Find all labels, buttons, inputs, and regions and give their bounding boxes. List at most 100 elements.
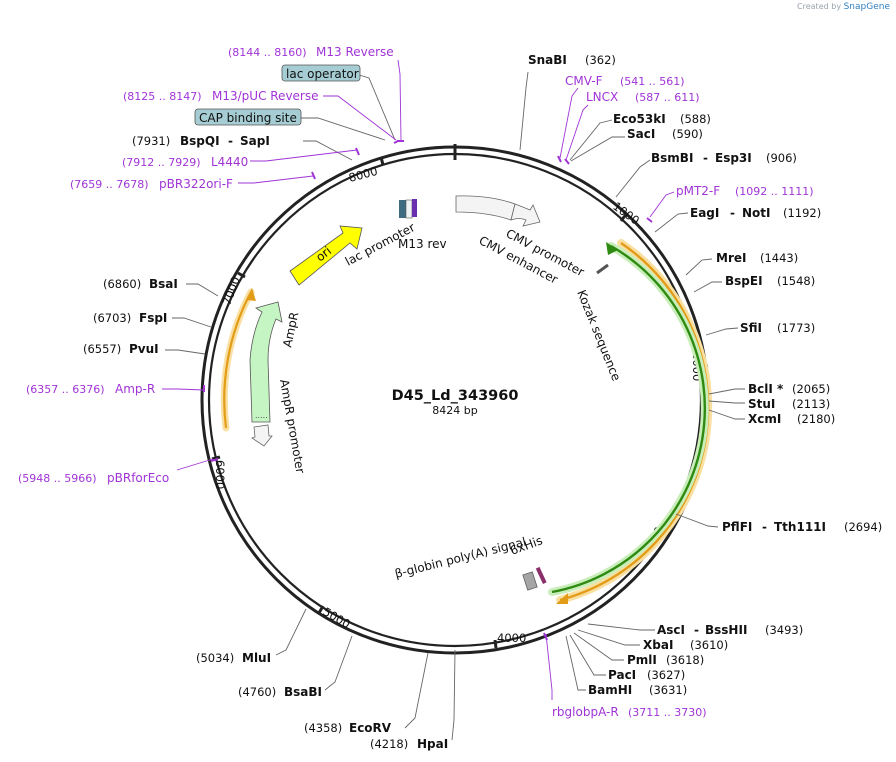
- m13-rev-feature[interactable]: [412, 199, 417, 217]
- primer-ampr-pos: (6357 .. 6376): [26, 383, 105, 396]
- site-saci-pos: (590): [672, 127, 703, 141]
- lac-operator-box[interactable]: [281, 64, 361, 82]
- mark-pmt2: [646, 217, 653, 223]
- site-pvui[interactable]: PvuI: [129, 342, 159, 356]
- site-bsai-pos: (6860): [103, 277, 141, 291]
- site-bsshii[interactable]: BssHII: [705, 623, 747, 637]
- site-ecorv[interactable]: EcoRV: [349, 721, 392, 735]
- site-mlui[interactable]: MluI: [242, 651, 271, 665]
- orange-arc-arrowhead: [556, 593, 568, 604]
- site-asci[interactable]: AscI: [657, 623, 685, 637]
- leader-ecorv: [404, 652, 429, 729]
- site-bsabi[interactable]: BsaBI: [284, 685, 322, 699]
- cap-binding-box[interactable]: [194, 108, 302, 126]
- snapgene-logo: SnapGene: [843, 2, 890, 12]
- site-esp3i[interactable]: Esp3I: [715, 151, 752, 165]
- ampr-dots: .....: [255, 411, 268, 420]
- leader-pbrforeco: [176, 458, 214, 471]
- leader-bsmbi: [615, 159, 651, 198]
- primer-lncx-pos: (587 .. 611): [635, 91, 700, 104]
- site-eagi[interactable]: EagI: [690, 206, 719, 220]
- leader-xbai: [577, 629, 640, 646]
- leader-l4440: [250, 149, 358, 162]
- primer-cmv-f-pos: (541 .. 561): [620, 75, 685, 88]
- primer-pbrforeco[interactable]: pBRforEco: [107, 471, 169, 485]
- site-hpai[interactable]: HpaI: [417, 737, 448, 751]
- left-orange-arc-arrowhead: [246, 288, 256, 301]
- green-arc-halo: [548, 242, 709, 596]
- site-bsmbi[interactable]: BsmBI: [651, 151, 693, 165]
- ori-feature[interactable]: [289, 225, 363, 286]
- left-orange-arc: [223, 291, 252, 429]
- primer-pmt2-pos: (1092 .. 1111): [735, 185, 814, 198]
- primer-pbr322ori[interactable]: pBR322ori-F: [159, 177, 233, 191]
- site-pflfi-dash: -: [762, 520, 767, 534]
- leader-pmt2: [649, 191, 675, 218]
- his-tag-feature[interactable]: [535, 566, 547, 585]
- polya-feature[interactable]: [522, 571, 538, 591]
- leader-hpai: [451, 649, 456, 741]
- site-sfii-pos: (1773): [777, 321, 815, 335]
- primer-m13-reverse[interactable]: M13 Reverse: [316, 45, 394, 59]
- site-pflfi[interactable]: PflFI: [722, 520, 752, 534]
- ampr-promoter-feature[interactable]: [251, 424, 273, 447]
- site-pflfi-pos: (2694): [844, 520, 882, 534]
- site-hpai-pos: (4218): [370, 737, 408, 751]
- tick-label-5000: 5000: [321, 604, 353, 631]
- site-bspqi[interactable]: BspQI: [180, 134, 220, 148]
- primer-l4440[interactable]: L4440: [211, 155, 248, 169]
- site-pmli[interactable]: PmlI: [627, 653, 657, 667]
- site-ecorv-pos: (4358): [304, 721, 342, 735]
- green-arc-arrowhead: [606, 242, 618, 255]
- site-bamhi[interactable]: BamHI: [588, 683, 632, 697]
- primer-pmt2[interactable]: pMT2-F: [676, 184, 720, 198]
- cmv-promoter-feature[interactable]: [510, 203, 541, 227]
- primer-m13-puc[interactable]: M13/pUC Reverse: [212, 89, 319, 103]
- ampr-feature[interactable]: [249, 301, 283, 423]
- kozak-feature[interactable]: [596, 263, 609, 275]
- site-saci[interactable]: SacI: [627, 127, 655, 141]
- leader-bsabi: [324, 635, 353, 691]
- lac-promoter-feature[interactable]: [399, 200, 407, 218]
- site-fspi-pos: (6703): [93, 311, 131, 325]
- primer-pbr322ori-pos: (7659 .. 7678): [70, 178, 149, 191]
- primer-leader-lines: [162, 59, 675, 700]
- site-bcli-pos: (2065): [792, 382, 830, 396]
- site-stui-pos: (2113): [792, 397, 830, 411]
- primer-cmv-f[interactable]: CMV-F: [565, 74, 603, 88]
- site-noti[interactable]: NotI: [742, 206, 771, 220]
- site-mrei[interactable]: MreI: [716, 251, 746, 265]
- leader-cap: [300, 117, 386, 141]
- mark-pbrforeco: [210, 458, 219, 462]
- site-sfii[interactable]: SfiI: [740, 321, 762, 335]
- primer-ampr[interactable]: Amp-R: [115, 382, 155, 396]
- site-snabi[interactable]: SnaBI: [528, 53, 567, 67]
- site-bsmbi-pos: (906): [766, 151, 797, 165]
- leader-pmli: [573, 632, 624, 661]
- site-fspi[interactable]: FspI: [139, 311, 167, 325]
- site-bspei[interactable]: BspEI: [725, 274, 763, 288]
- site-xbai[interactable]: XbaI: [643, 638, 673, 652]
- lac-operator-feature[interactable]: [405, 199, 413, 219]
- site-pvui-pos: (6557): [83, 342, 121, 356]
- tick-4000: [493, 639, 498, 649]
- site-bsai[interactable]: BsaI: [149, 277, 178, 291]
- site-asci-dash: -: [694, 623, 699, 637]
- tick-label-7000: 7000: [220, 275, 243, 307]
- tick-5000: [317, 605, 325, 614]
- site-bcli[interactable]: BclI *: [748, 382, 784, 396]
- site-stui[interactable]: StuI: [748, 397, 775, 411]
- site-paci[interactable]: PacI: [608, 668, 636, 682]
- primer-lncx[interactable]: LNCX: [586, 90, 618, 104]
- green-arc: [551, 244, 707, 594]
- site-xcmi[interactable]: XcmI: [748, 412, 781, 426]
- site-tth111i[interactable]: Tth111I: [774, 520, 826, 534]
- leader-bcli: [708, 388, 745, 395]
- site-sapi[interactable]: SapI: [240, 134, 270, 148]
- leader-eagi: [654, 212, 689, 233]
- site-eco53ki[interactable]: Eco53kI: [613, 112, 666, 126]
- cmv-enhancer-feature[interactable]: [455, 195, 516, 221]
- primer-rbglobpa[interactable]: rbglobpA-R: [552, 705, 619, 719]
- site-bspqi-dash: -: [228, 134, 233, 148]
- site-paci-pos: (3627): [647, 668, 685, 682]
